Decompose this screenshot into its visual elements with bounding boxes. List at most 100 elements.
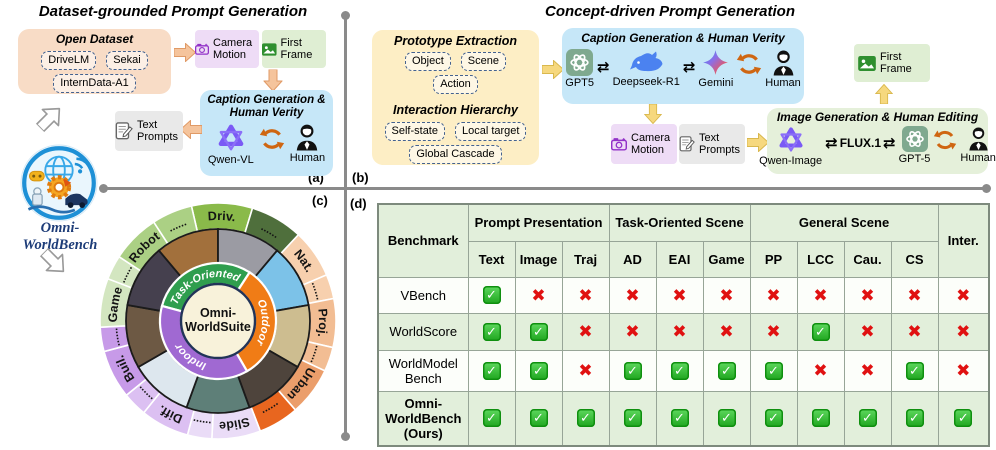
deepseek-logo-icon [630, 51, 663, 71]
gpt5-logo-icon [566, 48, 594, 76]
image-gen-title: Image Generation & Human Editing [776, 110, 979, 124]
arrow-right-icon [542, 60, 564, 79]
table-row: Omni-WorldBench(Ours)✓✓✓✓✓✓✓✓✓✓✓ [377, 390, 990, 447]
wheel-center-label: Omni-WorldSuite [185, 306, 251, 334]
first-frame-label: First Frame [880, 50, 912, 75]
logo-line-2: WorldBench [22, 236, 98, 253]
check-icon: ✓ [482, 409, 501, 428]
check-icon: ✓ [623, 361, 642, 380]
check-icon: ✓ [717, 409, 736, 428]
cross-icon: ✖ [956, 322, 971, 341]
wheel-outer-label: Slide [219, 415, 252, 434]
text-prompts-box-b: Text Prompts [679, 124, 745, 164]
sub-column-header: AD [608, 240, 657, 278]
interaction-chip: Self-state [384, 121, 445, 141]
prototype-chip: Scene [460, 52, 506, 72]
benchmark-name: Omni-WorldBench(Ours) [377, 390, 469, 447]
sub-column-header: EAI [655, 240, 704, 278]
group-header: General Scene [749, 203, 939, 242]
caption-generation-box-a: Caption Generation & Human Verity Qwen-V… [200, 90, 333, 176]
cycle-arrows-icon [934, 130, 957, 150]
cross-icon: ✖ [813, 361, 828, 380]
cross-icon: ✖ [672, 285, 687, 305]
flux-label: FLUX.1 [839, 135, 882, 150]
check-icon: ✓ [529, 361, 548, 380]
sub-column-header: Traj [561, 240, 610, 278]
open-dataset-title: Open Dataset [55, 32, 134, 46]
first-frame-label: First Frame [280, 36, 313, 61]
exchange-arrows-icon: ⇄ [597, 58, 610, 76]
wheel-outer-label: ...... [307, 344, 324, 366]
check-icon: ✓ [858, 409, 877, 428]
check-icon: ✓ [717, 361, 736, 380]
cross-icon: ✖ [625, 285, 640, 305]
prototype-box: Prototype Extraction Object Scene Action… [372, 30, 539, 165]
check-icon: ✓ [482, 286, 501, 304]
camera-motion-box-b: Camera Motion [611, 124, 677, 164]
camera-motion-label: Camera Motion [631, 131, 671, 156]
camera-icon [195, 43, 209, 55]
qwen-image-logo-icon [779, 127, 803, 152]
first-frame-box-a: First Frame [262, 30, 326, 68]
prototype-title: Prototype Extraction [394, 34, 517, 48]
text-prompts-box-a: Text Prompts [115, 111, 183, 151]
model-label: Qwen-VL [207, 154, 254, 167]
cross-icon: ✖ [860, 361, 875, 380]
caption-box-title-a: Caption Generation & Human Verity [207, 94, 326, 120]
cross-icon: ✖ [578, 322, 593, 341]
check-icon: ✓ [482, 322, 501, 341]
arrow-right-icon [174, 43, 196, 62]
text-prompts-label: Text Prompts [137, 118, 178, 143]
check-icon: ✓ [764, 409, 783, 428]
camera-motion-label: Camera Motion [213, 36, 253, 61]
check-icon: ✓ [811, 322, 830, 341]
divider-dot [99, 184, 108, 193]
model-label: Human [289, 152, 326, 165]
divider-dot [341, 11, 350, 20]
text-prompts-label: Text Prompts [699, 131, 740, 156]
table-row: WorldScore✓✓✖✖✖✖✖✓✖✖✖ [377, 312, 990, 351]
divider-dot [341, 432, 350, 441]
dataset-chip: InternData-A1 [53, 73, 136, 93]
check-icon: ✓ [576, 409, 595, 428]
cross-icon: ✖ [907, 285, 922, 305]
arrow-down-icon [263, 69, 283, 92]
caption-generation-box-b: Caption Generation & Human Verity GPT5 ⇄ [562, 28, 804, 104]
exchange-arrows-icon: ⇄ [682, 58, 696, 76]
table-row: VBench✓✖✖✖✖✖✖✖✖✖✖ [377, 276, 990, 314]
cross-icon: ✖ [956, 285, 971, 305]
text-document-icon [679, 136, 695, 152]
benchmark-column-header: Benchmark [377, 203, 469, 278]
cross-icon: ✖ [719, 285, 734, 305]
cross-icon: ✖ [813, 285, 828, 305]
check-icon: ✓ [482, 361, 501, 380]
check-icon: ✓ [623, 409, 642, 428]
model-label: Human [960, 151, 996, 164]
check-icon: ✓ [670, 409, 689, 428]
wheel-center-circle [179, 282, 257, 360]
image-generation-box: Image Generation & Human Editing Qwen-Im… [759, 108, 996, 174]
camera-icon [611, 138, 627, 151]
sub-column-header: Text [467, 240, 516, 278]
cross-icon: ✖ [531, 285, 546, 305]
exchange-arrows-icon: ⇄ [883, 134, 896, 152]
panel-label-d: (d) [350, 196, 367, 211]
wheel-outer-label: ...... [191, 416, 211, 431]
gemini-logo-icon [703, 49, 729, 75]
benchmark-name: WorldScore [377, 312, 469, 351]
divider-horizontal [103, 187, 987, 190]
image-icon [858, 55, 876, 71]
check-icon: ✓ [905, 361, 924, 380]
logo-line-1: Omni- [40, 220, 80, 236]
human-icon [297, 125, 318, 151]
group-header: Inter. [937, 203, 990, 278]
cross-icon: ✖ [578, 285, 593, 305]
sub-column-header: Game [702, 240, 751, 278]
cross-icon: ✖ [907, 322, 922, 341]
cross-icon: ✖ [625, 322, 640, 341]
check-icon: ✓ [811, 409, 830, 428]
divider-dot [982, 184, 991, 193]
cross-icon: ✖ [672, 322, 687, 341]
